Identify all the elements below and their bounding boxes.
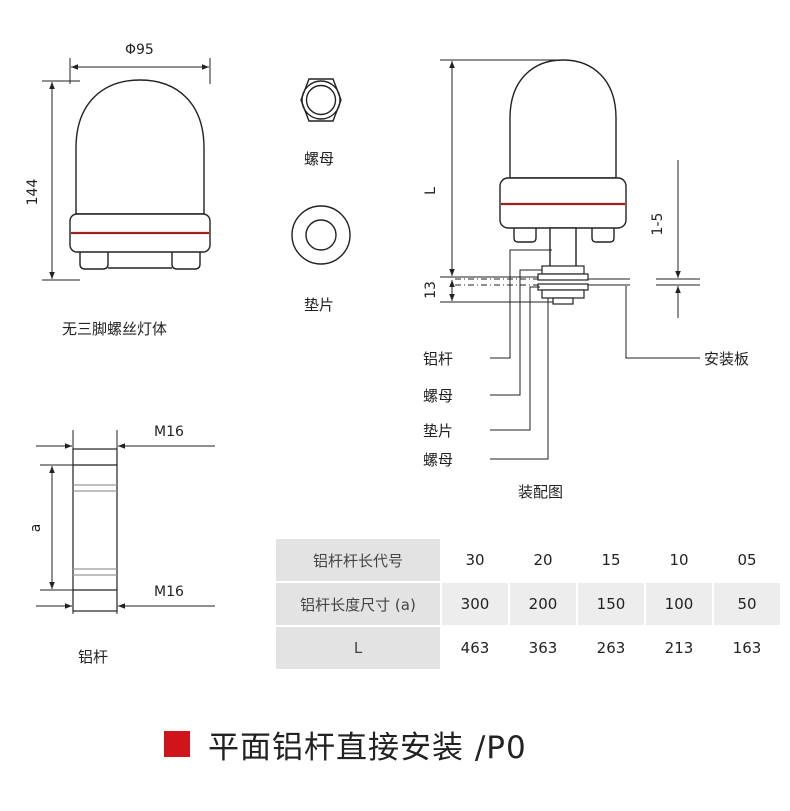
rod-caption: 铝杆 <box>78 648 109 666</box>
washer-drawing <box>291 205 351 265</box>
washer-caption: 垫片 <box>304 296 335 314</box>
footer-title-bar: 平面铝杆直接安装 /P0 <box>164 724 527 766</box>
table-cell: 213 <box>646 627 712 669</box>
assembly-L-label: L <box>423 187 439 195</box>
table-cell: 300 <box>442 583 508 625</box>
assembly-lamp <box>499 59 627 269</box>
table-cell: 10 <box>646 539 712 581</box>
row-header: 铝杆杆长代号 <box>276 539 440 581</box>
row-header: L <box>276 627 440 669</box>
table-cell: 20 <box>510 539 576 581</box>
table-cell: 15 <box>578 539 644 581</box>
rod-detail-drawing <box>72 448 118 612</box>
table-cell: 200 <box>510 583 576 625</box>
lamp-body-caption: 无三脚螺丝灯体 <box>62 320 168 338</box>
table-cell: 163 <box>714 627 780 669</box>
footer-title: 平面铝杆直接安装 /P0 <box>208 729 527 766</box>
table-cell: 363 <box>510 627 576 669</box>
assembly-hardware <box>537 265 589 305</box>
rod-thread-bottom-label: M16 <box>154 584 184 600</box>
assembly-13-dimension <box>440 280 553 303</box>
callout-nut-1: 螺母 <box>423 387 454 405</box>
mounting-plate <box>455 278 700 286</box>
red-square-icon <box>164 731 190 757</box>
rod-thread-top-label: M16 <box>154 424 184 440</box>
callout-washer: 垫片 <box>423 422 454 440</box>
table-cell: 05 <box>714 539 780 581</box>
table-cell: 463 <box>442 627 508 669</box>
table-cell: 150 <box>578 583 644 625</box>
nut-drawing <box>300 78 342 122</box>
table-row: L 463 363 263 213 163 <box>276 627 780 669</box>
callout-leaders <box>490 249 700 460</box>
diameter-label: Φ95 <box>125 42 154 58</box>
height-dimension <box>42 80 80 281</box>
diameter-dimension <box>69 58 211 84</box>
rod-length-label: a <box>28 523 44 533</box>
table-row: 铝杆长度尺寸 (a) 300 200 150 100 50 <box>276 583 780 625</box>
rod-thread-dimension-top <box>36 430 215 452</box>
assembly-L-dimension <box>440 59 558 278</box>
nut-caption: 螺母 <box>304 150 335 168</box>
spec-table: 铝杆杆长代号 30 20 15 10 05 铝杆长度尺寸 (a) 300 200… <box>274 537 782 671</box>
callout-nut-2: 螺母 <box>423 451 454 469</box>
height-label: 144 <box>25 178 41 206</box>
table-cell: 100 <box>646 583 712 625</box>
assembly-13-label: 13 <box>423 281 439 299</box>
table-cell: 30 <box>442 539 508 581</box>
table-cell: 263 <box>578 627 644 669</box>
rod-length-dimension <box>40 464 74 591</box>
callout-mounting-plate: 安装板 <box>704 350 750 368</box>
row-header: 铝杆长度尺寸 (a) <box>276 583 440 625</box>
lamp-front-view <box>69 79 211 270</box>
table-cell: 50 <box>714 583 780 625</box>
callout-rod: 铝杆 <box>423 350 454 368</box>
rod-thread-dimension-bottom <box>36 594 215 614</box>
assembly-caption: 装配图 <box>518 483 564 501</box>
plate-thickness-label: 1-5 <box>650 212 666 236</box>
table-row: 铝杆杆长代号 30 20 15 10 05 <box>276 539 780 581</box>
